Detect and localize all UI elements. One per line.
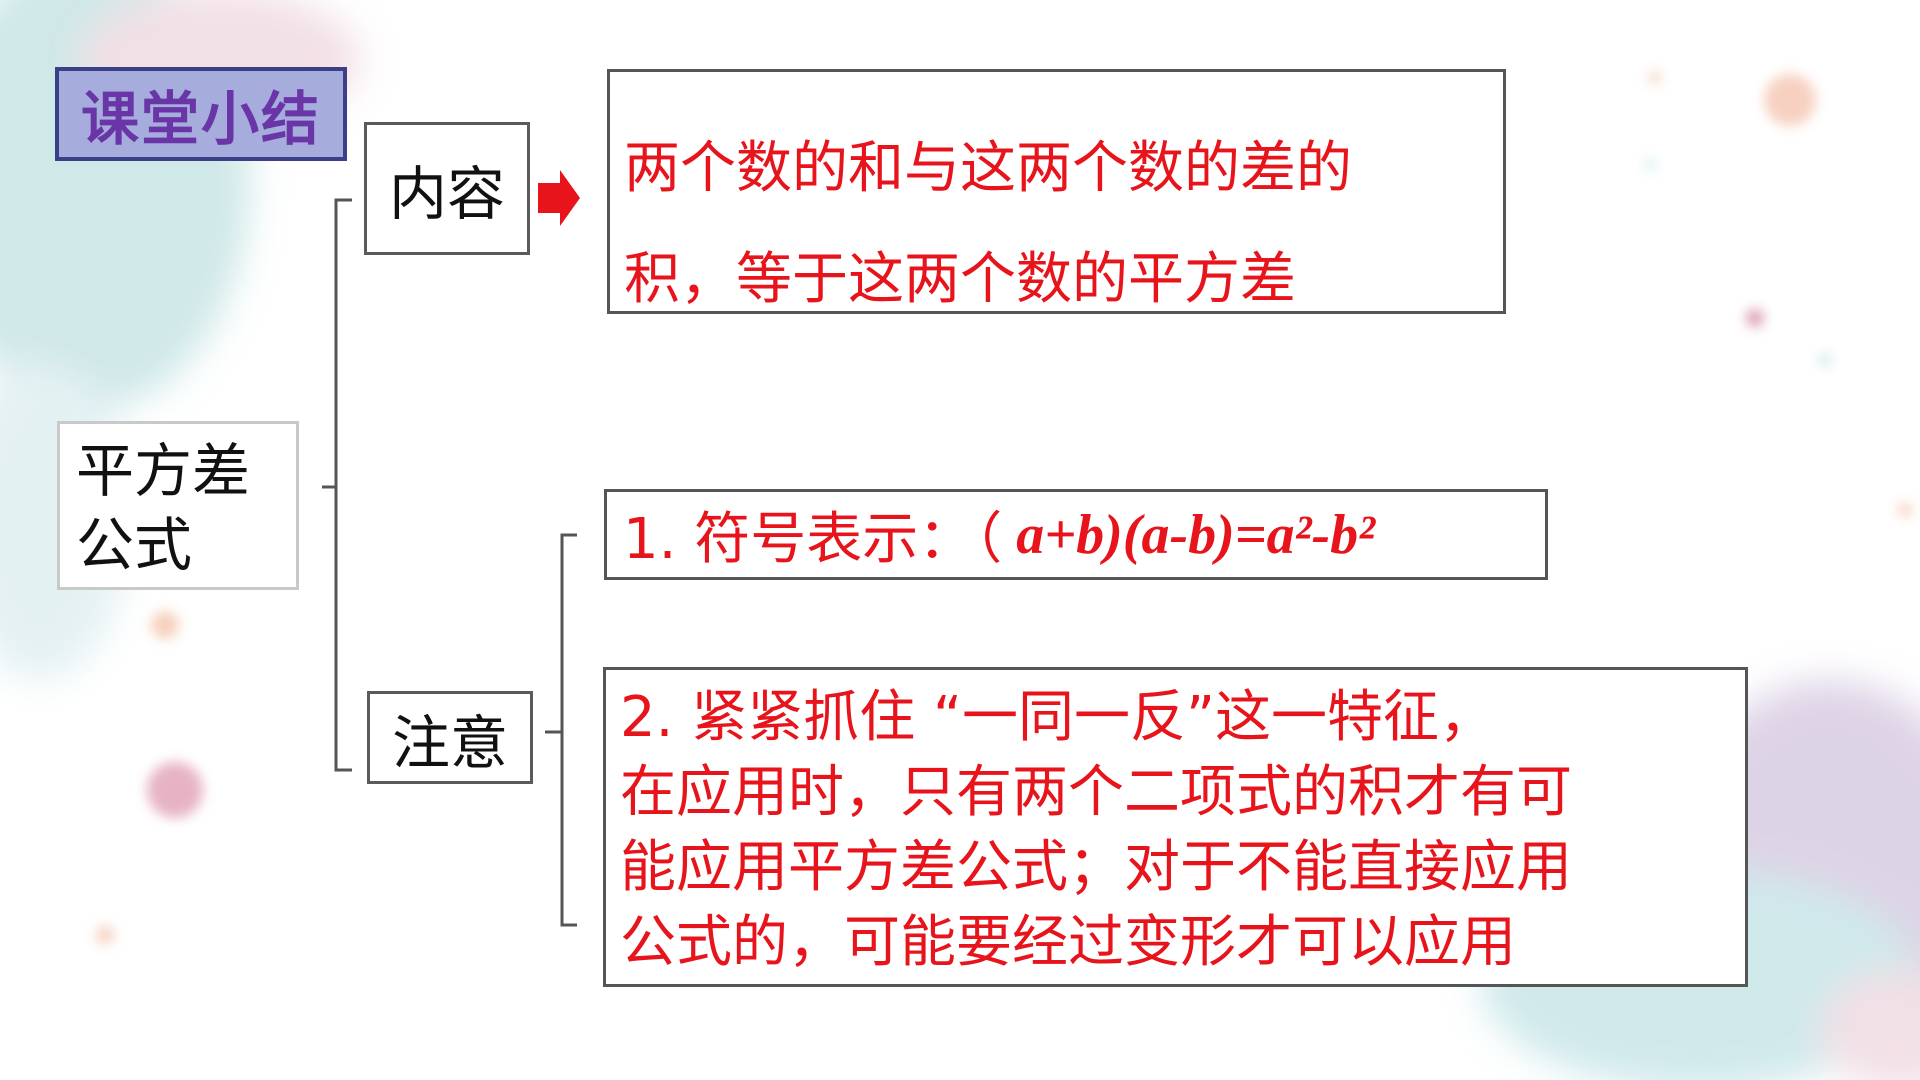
definition-line2: 积，等于这两个数的平方差 — [624, 247, 1296, 312]
formula-expression: a+b)(a-b)=a²-b² — [1016, 503, 1375, 566]
attention-line4: 公式的，可能要经过变形才可以应用 — [620, 910, 1516, 975]
attention-box: 2. 紧紧抓住 “一同一反”这一特征， 在应用时，只有两个二项式的积才有可 能应… — [603, 667, 1748, 987]
formula-label: 1. 符号表示：（ — [623, 507, 1003, 572]
attention-line2: 在应用时，只有两个二项式的积才有可 — [620, 760, 1572, 825]
attention-line1: 2. 紧紧抓住 “一同一反”这一特征， — [620, 685, 1496, 750]
root-node-line1: 平方差 — [76, 437, 251, 505]
root-node: 平方差 公式 — [57, 421, 299, 590]
slide-title-box: 课堂小结 — [55, 67, 347, 161]
note-node: 注意 — [367, 691, 533, 784]
slide-title: 课堂小结 — [80, 85, 321, 153]
formula-box: 1. 符号表示：（ a+b)(a-b)=a²-b² — [604, 489, 1548, 580]
definition-box: 两个数的和与这两个数的差的 积，等于这两个数的平方差 — [607, 69, 1506, 314]
content-node-label: 内容 — [388, 159, 505, 228]
content-node: 内容 — [364, 122, 530, 255]
definition-line1: 两个数的和与这两个数的差的 — [624, 136, 1352, 201]
root-node-line2: 公式 — [76, 511, 193, 579]
attention-line3: 能应用平方差公式；对于不能直接应用 — [620, 835, 1572, 900]
note-node-label: 注意 — [391, 708, 508, 777]
